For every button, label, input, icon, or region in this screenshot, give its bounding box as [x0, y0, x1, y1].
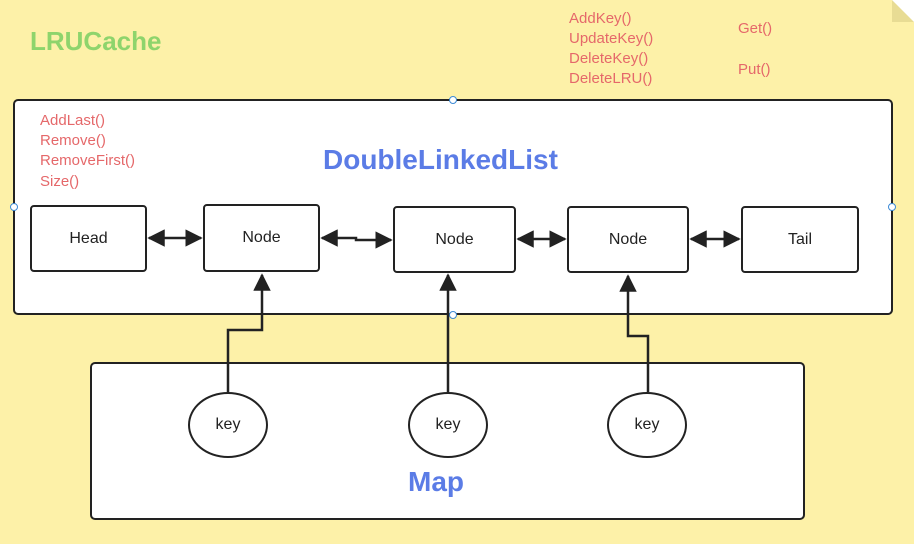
list-method-size: Size() [40, 173, 80, 190]
list-method-addlast: AddLast() [40, 112, 106, 129]
map-key-2[interactable]: key [408, 392, 488, 458]
link-node1-node2 [320, 229, 393, 249]
tail-node[interactable]: Tail [741, 206, 859, 273]
cache-method-deletelru: DeleteLRU() [569, 70, 653, 87]
cache-method-get: Get() [738, 20, 773, 37]
selection-handle-left[interactable] [10, 203, 18, 211]
map-key-1[interactable]: key [188, 392, 268, 458]
pointer-key1-node1 [226, 273, 271, 392]
cache-method-deletekey: DeleteKey() [569, 50, 649, 67]
list-node-1[interactable]: Node [203, 204, 320, 272]
list-method-removefirst: RemoveFirst() [40, 152, 136, 169]
head-node[interactable]: Head [30, 205, 147, 272]
list-method-remove: Remove() [40, 132, 106, 149]
map-key-3[interactable]: key [607, 392, 687, 458]
selection-handle-top[interactable] [449, 96, 457, 104]
double-linked-list-label: DoubleLinkedList [323, 144, 558, 175]
cache-method-put: Put() [738, 61, 771, 78]
list-node-2[interactable]: Node [393, 206, 516, 273]
diagram-title: LRUCache [30, 26, 162, 56]
selection-handle-bottom[interactable] [449, 311, 457, 319]
map-label: Map [408, 466, 464, 497]
list-node-3[interactable]: Node [567, 206, 689, 273]
page-fold-corner [892, 0, 914, 22]
cache-method-updatekey: UpdateKey() [569, 30, 654, 47]
selection-handle-right[interactable] [888, 203, 896, 211]
cache-method-addkey: AddKey() [569, 10, 632, 27]
pointer-key3-node3 [619, 274, 650, 392]
